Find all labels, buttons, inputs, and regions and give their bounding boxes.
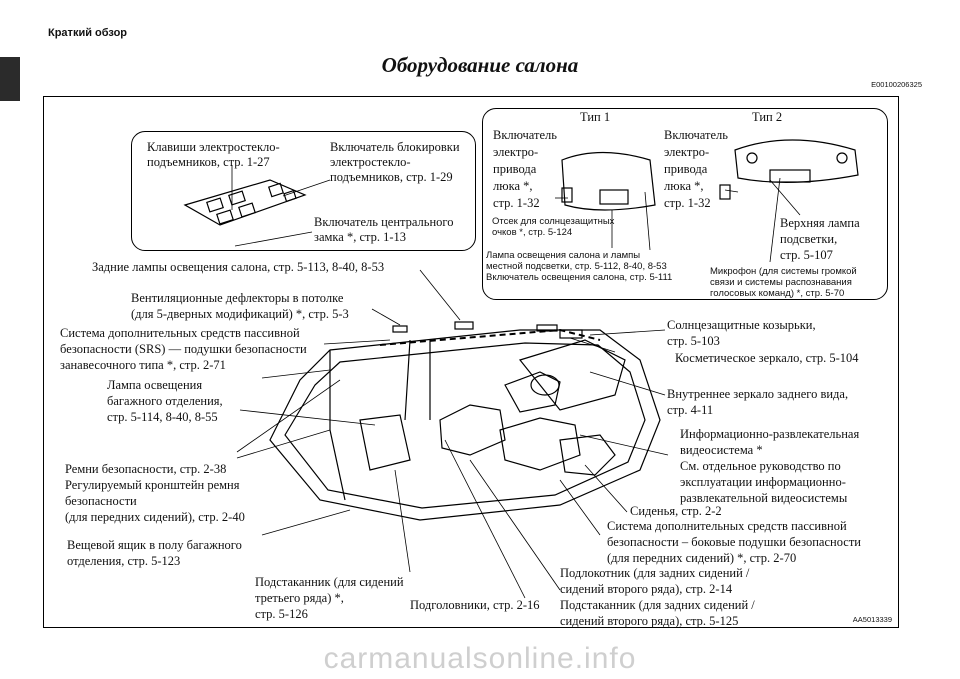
- label-type-1: Тип 1: [580, 110, 611, 124]
- label-window-switches: Клавиши электростекло-подъемников, стр. …: [147, 140, 280, 169]
- label-headrests: Подголовники, стр. 2-16: [410, 598, 540, 612]
- label-armrest: Подлокотник (для задних сидений /сидений…: [560, 566, 755, 628]
- label-seats: Сиденья, стр. 2-2: [630, 504, 722, 518]
- label-rear-lamps: Задние лампы освещения салона, стр. 5-11…: [92, 260, 385, 274]
- section-tab: [0, 57, 20, 101]
- label-vanity-mirror: Косметическое зеркало, стр. 5-104: [675, 351, 859, 365]
- inset-roof-console: [482, 108, 888, 300]
- section-title: Краткий обзор: [48, 27, 128, 39]
- label-srs-curtain: Система дополнительных средств пассивной…: [60, 326, 307, 372]
- label-type-2: Тип 2: [752, 110, 783, 124]
- watermark: carmanualsonline.info: [323, 642, 637, 675]
- label-rear-mirror: Внутреннее зеркало заднего вида,стр. 4-1…: [667, 387, 849, 417]
- label-roof-vents: Вентиляционные дефлекторы в потолке(для …: [131, 291, 349, 321]
- page-title: Оборудование салона: [381, 53, 579, 77]
- label-srs-side: Система дополнительных средств пассивной…: [607, 519, 861, 565]
- document-code: E00100206325: [871, 80, 922, 89]
- figure-frame: [43, 96, 899, 628]
- label-sun-visors: Солнцезащитные козырьки,стр. 5-103: [667, 318, 816, 348]
- inset-power-window: [131, 131, 476, 251]
- figure-code: AA5013339: [852, 615, 892, 624]
